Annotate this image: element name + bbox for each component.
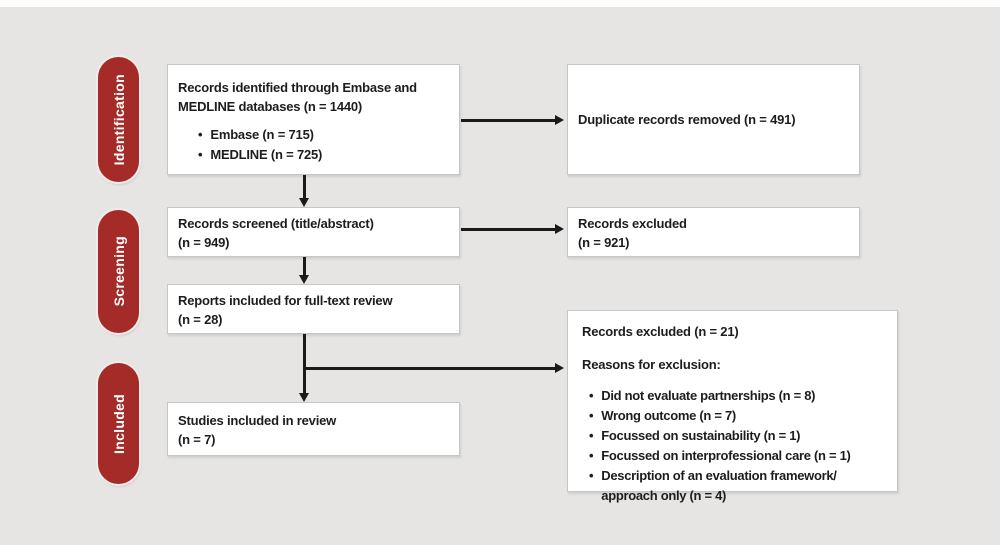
box-text-line: Studies included in review — [178, 413, 337, 428]
bullet-item: Description of an evaluation framework/ … — [582, 466, 887, 506]
box-records-excluded-fulltext: Records excluded (n = 21) Reasons for ex… — [567, 310, 898, 503]
arrowhead-down-icon — [299, 275, 309, 284]
bullet-item: Focussed on interprofessional care (n = … — [582, 446, 887, 466]
arrowhead-right-icon — [555, 115, 564, 125]
arrowhead-right-icon — [555, 363, 564, 373]
arrow-screened-to-fulltext — [303, 257, 306, 276]
arrow-identified-to-screened — [303, 175, 306, 199]
box-text-line: Duplicate records removed (n = 491) — [578, 112, 796, 127]
box-text-line: (n = 28) — [178, 312, 223, 327]
stage-pill-included: Included — [98, 363, 139, 484]
box-studies-included: Studies included in review (n = 7) — [167, 402, 460, 456]
arrow-identified-to-duplicates — [461, 119, 556, 122]
stage-label: Screening — [110, 236, 127, 307]
box-text-line: Records screened (title/abstract) — [178, 216, 374, 231]
bullet-dot-icon — [198, 145, 202, 165]
bullet-text: Embase (n = 715) — [210, 127, 314, 142]
box-text-line: Records excluded (n = 21) — [582, 324, 739, 339]
box-text-line: Reports included for full-text review — [178, 293, 393, 308]
box-text-line: MEDLINE databases (n = 1440) — [178, 99, 363, 114]
box-text-line: (n = 921) — [578, 235, 630, 250]
arrow-screened-to-excluded — [461, 228, 556, 231]
bullet-dot-icon — [198, 125, 202, 145]
box-text-line: Reasons for exclusion: — [582, 357, 721, 372]
bullet-dot-icon — [589, 406, 593, 426]
arrowhead-down-icon — [299, 198, 309, 207]
arrowhead-down-icon — [299, 393, 309, 402]
bullet-dot-icon — [589, 426, 593, 446]
bullet-dot-icon — [589, 386, 593, 406]
bullet-item: Focussed on sustainability (n = 1) — [582, 426, 887, 446]
bullet-text: MEDLINE (n = 725) — [210, 147, 323, 162]
bullet-text: Wrong outcome (n = 7) — [601, 408, 736, 423]
top-margin-strip — [0, 0, 1000, 7]
arrow-fulltext-to-excluded — [303, 367, 556, 370]
box-text-line: Records identified through Embase and — [178, 80, 417, 95]
bullet-list: Embase (n = 715) MEDLINE (n = 725) — [178, 125, 451, 165]
box-records-screened: Records screened (title/abstract) (n = 9… — [167, 207, 460, 257]
box-records-excluded-screening: Records excluded (n = 921) — [567, 207, 860, 257]
bullet-item: MEDLINE (n = 725) — [178, 145, 451, 165]
bullet-text: Did not evaluate partnerships (n = 8) — [601, 388, 816, 403]
stage-pill-identification: Identification — [98, 57, 139, 182]
box-text-line: (n = 949) — [178, 235, 230, 250]
stage-label: Included — [110, 393, 127, 454]
bullet-list: Did not evaluate partnerships (n = 8) Wr… — [582, 386, 887, 506]
bullet-text: Focussed on sustainability (n = 1) — [601, 428, 801, 443]
bullet-item: Did not evaluate partnerships (n = 8) — [582, 386, 887, 406]
box-fulltext-review: Reports included for full-text review (n… — [167, 284, 460, 334]
bullet-dot-icon — [589, 446, 593, 466]
bullet-item: Embase (n = 715) — [178, 125, 451, 145]
stage-pill-screening: Screening — [98, 210, 139, 333]
bullet-text: Description of an evaluation framework/ … — [601, 468, 837, 503]
box-duplicate-records-removed: Duplicate records removed (n = 491) — [567, 64, 860, 175]
box-text-line: (n = 7) — [178, 432, 216, 447]
arrowhead-right-icon — [555, 224, 564, 234]
bullet-item: Wrong outcome (n = 7) — [582, 406, 887, 426]
box-records-identified: Records identified through Embase and ME… — [167, 64, 460, 175]
bullet-dot-icon — [589, 466, 593, 506]
box-text-line: Records excluded — [578, 216, 687, 231]
bullet-text: Focussed on interprofessional care (n = … — [601, 448, 851, 463]
arrow-fulltext-to-included — [303, 334, 306, 393]
stage-label: Identification — [110, 73, 127, 166]
